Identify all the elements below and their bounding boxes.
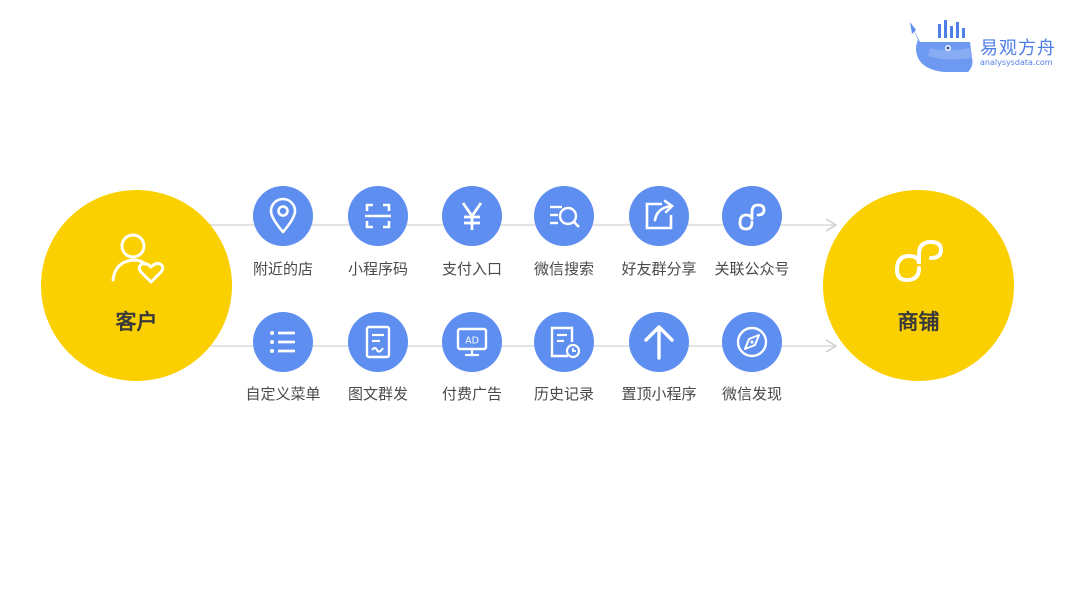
bottom-arrow-icon: [825, 339, 838, 353]
shop-node: 商铺: [823, 190, 1014, 381]
channel-label: 微信发现: [721, 385, 782, 403]
channel-label: 付费广告: [441, 385, 502, 403]
channel-label: 历史记录: [533, 385, 594, 403]
customer-node: 客户: [41, 190, 232, 381]
location-pin-icon: [269, 197, 297, 234]
brand-url: analysysdata.com: [980, 58, 1053, 67]
article-icon: [365, 325, 391, 359]
customer-label: 客户: [115, 310, 158, 334]
bottom-flow-line: [205, 345, 835, 347]
channel-custom-menu: [253, 312, 313, 372]
compass-icon: [736, 326, 768, 358]
channel-label: 图文群发: [347, 385, 408, 403]
channel-payment-entry: [442, 186, 502, 246]
share-icon: [645, 199, 675, 230]
top-flow-line: [205, 224, 835, 226]
channel-label: 关联公众号: [714, 260, 790, 278]
channel-history: [534, 312, 594, 372]
mini-program-icon: [895, 239, 944, 283]
ad-screen-icon: AD: [456, 327, 488, 357]
whale-logo-icon: [910, 20, 973, 72]
menu-list-icon: [270, 331, 295, 353]
arrow-up-icon: [644, 325, 674, 360]
channel-label: 小程序码: [347, 260, 408, 278]
channel-nearby-store: [253, 186, 313, 246]
brand-logo: 易观方舟 analysysdata.com: [908, 18, 1068, 78]
channel-linked-account: [722, 186, 782, 246]
brand-name: 易观方舟: [980, 38, 1056, 59]
channel-label: 微信搜索: [533, 260, 594, 278]
channel-mini-program-code: [348, 186, 408, 246]
channel-label: 置顶小程序: [621, 385, 697, 403]
channel-wechat-discover: [722, 312, 782, 372]
search-list-icon: [550, 205, 580, 228]
channel-pin-mini-program: [629, 312, 689, 372]
channel-article-broadcast: [348, 312, 408, 372]
channel-label: 支付入口: [441, 260, 502, 278]
user-heart-icon: [111, 233, 165, 284]
channel-label: 好友群分享: [621, 260, 697, 278]
top-arrow-icon: [825, 218, 838, 232]
channel-wechat-search: [534, 186, 594, 246]
shop-label: 商铺: [897, 310, 940, 334]
channel-group-share: [629, 186, 689, 246]
channel-paid-ads: AD: [442, 312, 502, 372]
history-doc-icon: [550, 326, 581, 359]
channel-label: 自定义菜单: [245, 385, 321, 403]
svg-text:AD: AD: [465, 336, 479, 347]
scan-code-icon: [365, 203, 391, 229]
mini-program-icon: [738, 203, 766, 231]
channel-label: 附近的店: [252, 260, 313, 278]
yen-icon: [461, 202, 483, 230]
